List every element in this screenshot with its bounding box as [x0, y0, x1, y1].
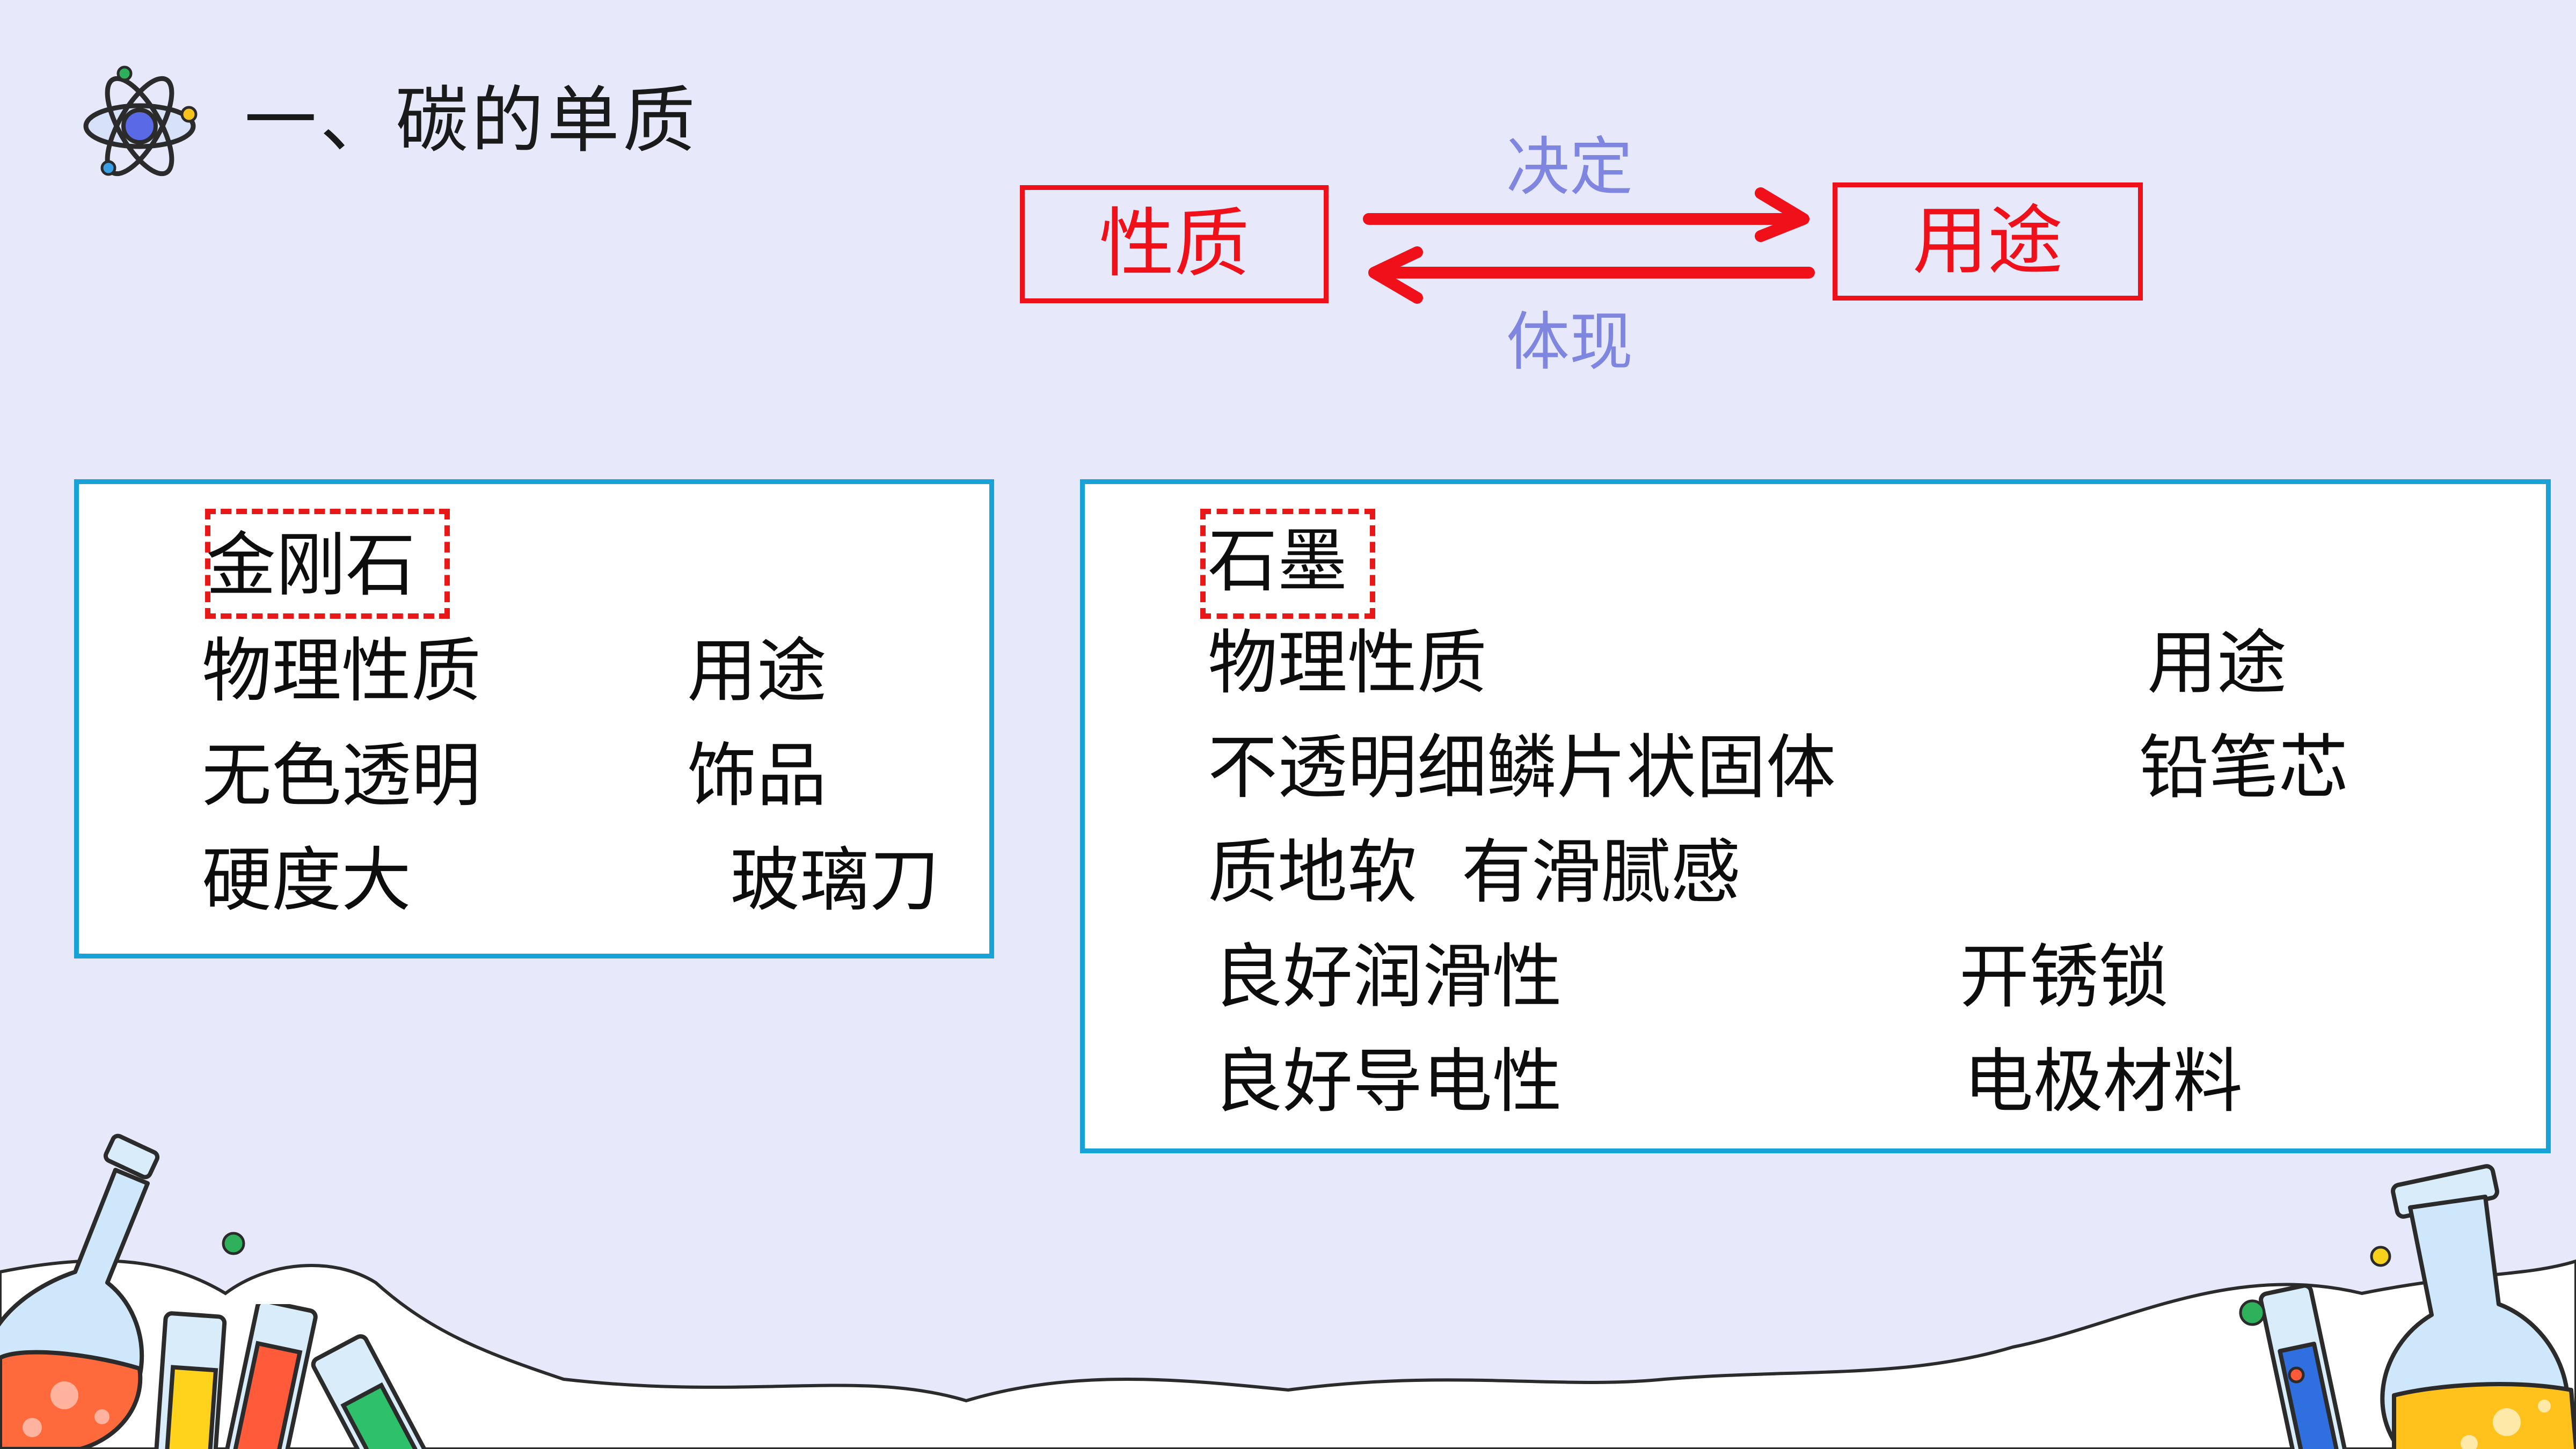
graphite-use-header: 用途	[2147, 622, 2287, 704]
page-title: 一、碳的单质	[244, 78, 698, 163]
flask-icon	[2259, 1164, 2576, 1449]
bubble-icon	[222, 1232, 245, 1255]
determine-label: 决定	[1506, 130, 1633, 204]
graphite-name: 石墨	[1208, 520, 1348, 602]
snow-hill-decoration	[0, 1259, 2576, 1449]
flask-icon	[0, 1133, 160, 1449]
diamond-highlight-box	[205, 509, 450, 619]
diamond-panel	[74, 479, 994, 958]
graphite-use-4: 电极材料	[1964, 1041, 2243, 1122]
diamond-property-2: 硬度大	[202, 839, 412, 921]
atom-icon	[83, 65, 198, 177]
diamond-use-1: 饰品	[687, 735, 827, 816]
bubble-icon	[2239, 1299, 2266, 1326]
right-arrow-head	[1755, 187, 1809, 242]
diamond-use-2: 玻璃刀	[730, 839, 940, 921]
graphite-highlight-box	[1200, 509, 1375, 619]
reflect-label: 体现	[1506, 305, 1633, 379]
graphite-use-3: 开锈锁	[1959, 936, 2169, 1018]
graphite-use-1: 铅笔芯	[2139, 727, 2349, 808]
graphite-property-2: 质地软 有滑腻感	[1208, 831, 1741, 913]
use-box: 用途	[1833, 182, 2143, 301]
graphite-property-3: 良好润滑性	[1213, 936, 1563, 1018]
graphite-property-header: 物理性质	[1208, 622, 1487, 704]
diamond-use-header: 用途	[687, 630, 827, 712]
left-arrow-head	[1368, 246, 1423, 304]
graphite-property-1: 不透明细鳞片状固体	[1208, 727, 1836, 808]
bubble-icon	[2370, 1246, 2391, 1267]
diamond-property-1: 无色透明	[202, 735, 481, 816]
diamond-name: 金刚石	[206, 524, 416, 606]
bubble-icon	[2288, 1366, 2305, 1384]
diamond-property-header: 物理性质	[202, 630, 481, 712]
property-box: 性质	[1020, 185, 1329, 303]
double-arrow	[1363, 187, 1815, 304]
use-box-label: 用途	[1912, 197, 2063, 285]
graphite-panel	[1080, 479, 2551, 1153]
test-tube-icon	[153, 1304, 429, 1449]
graphite-property-4: 良好导电性	[1213, 1041, 1563, 1122]
property-box-label: 性质	[1099, 200, 1250, 288]
